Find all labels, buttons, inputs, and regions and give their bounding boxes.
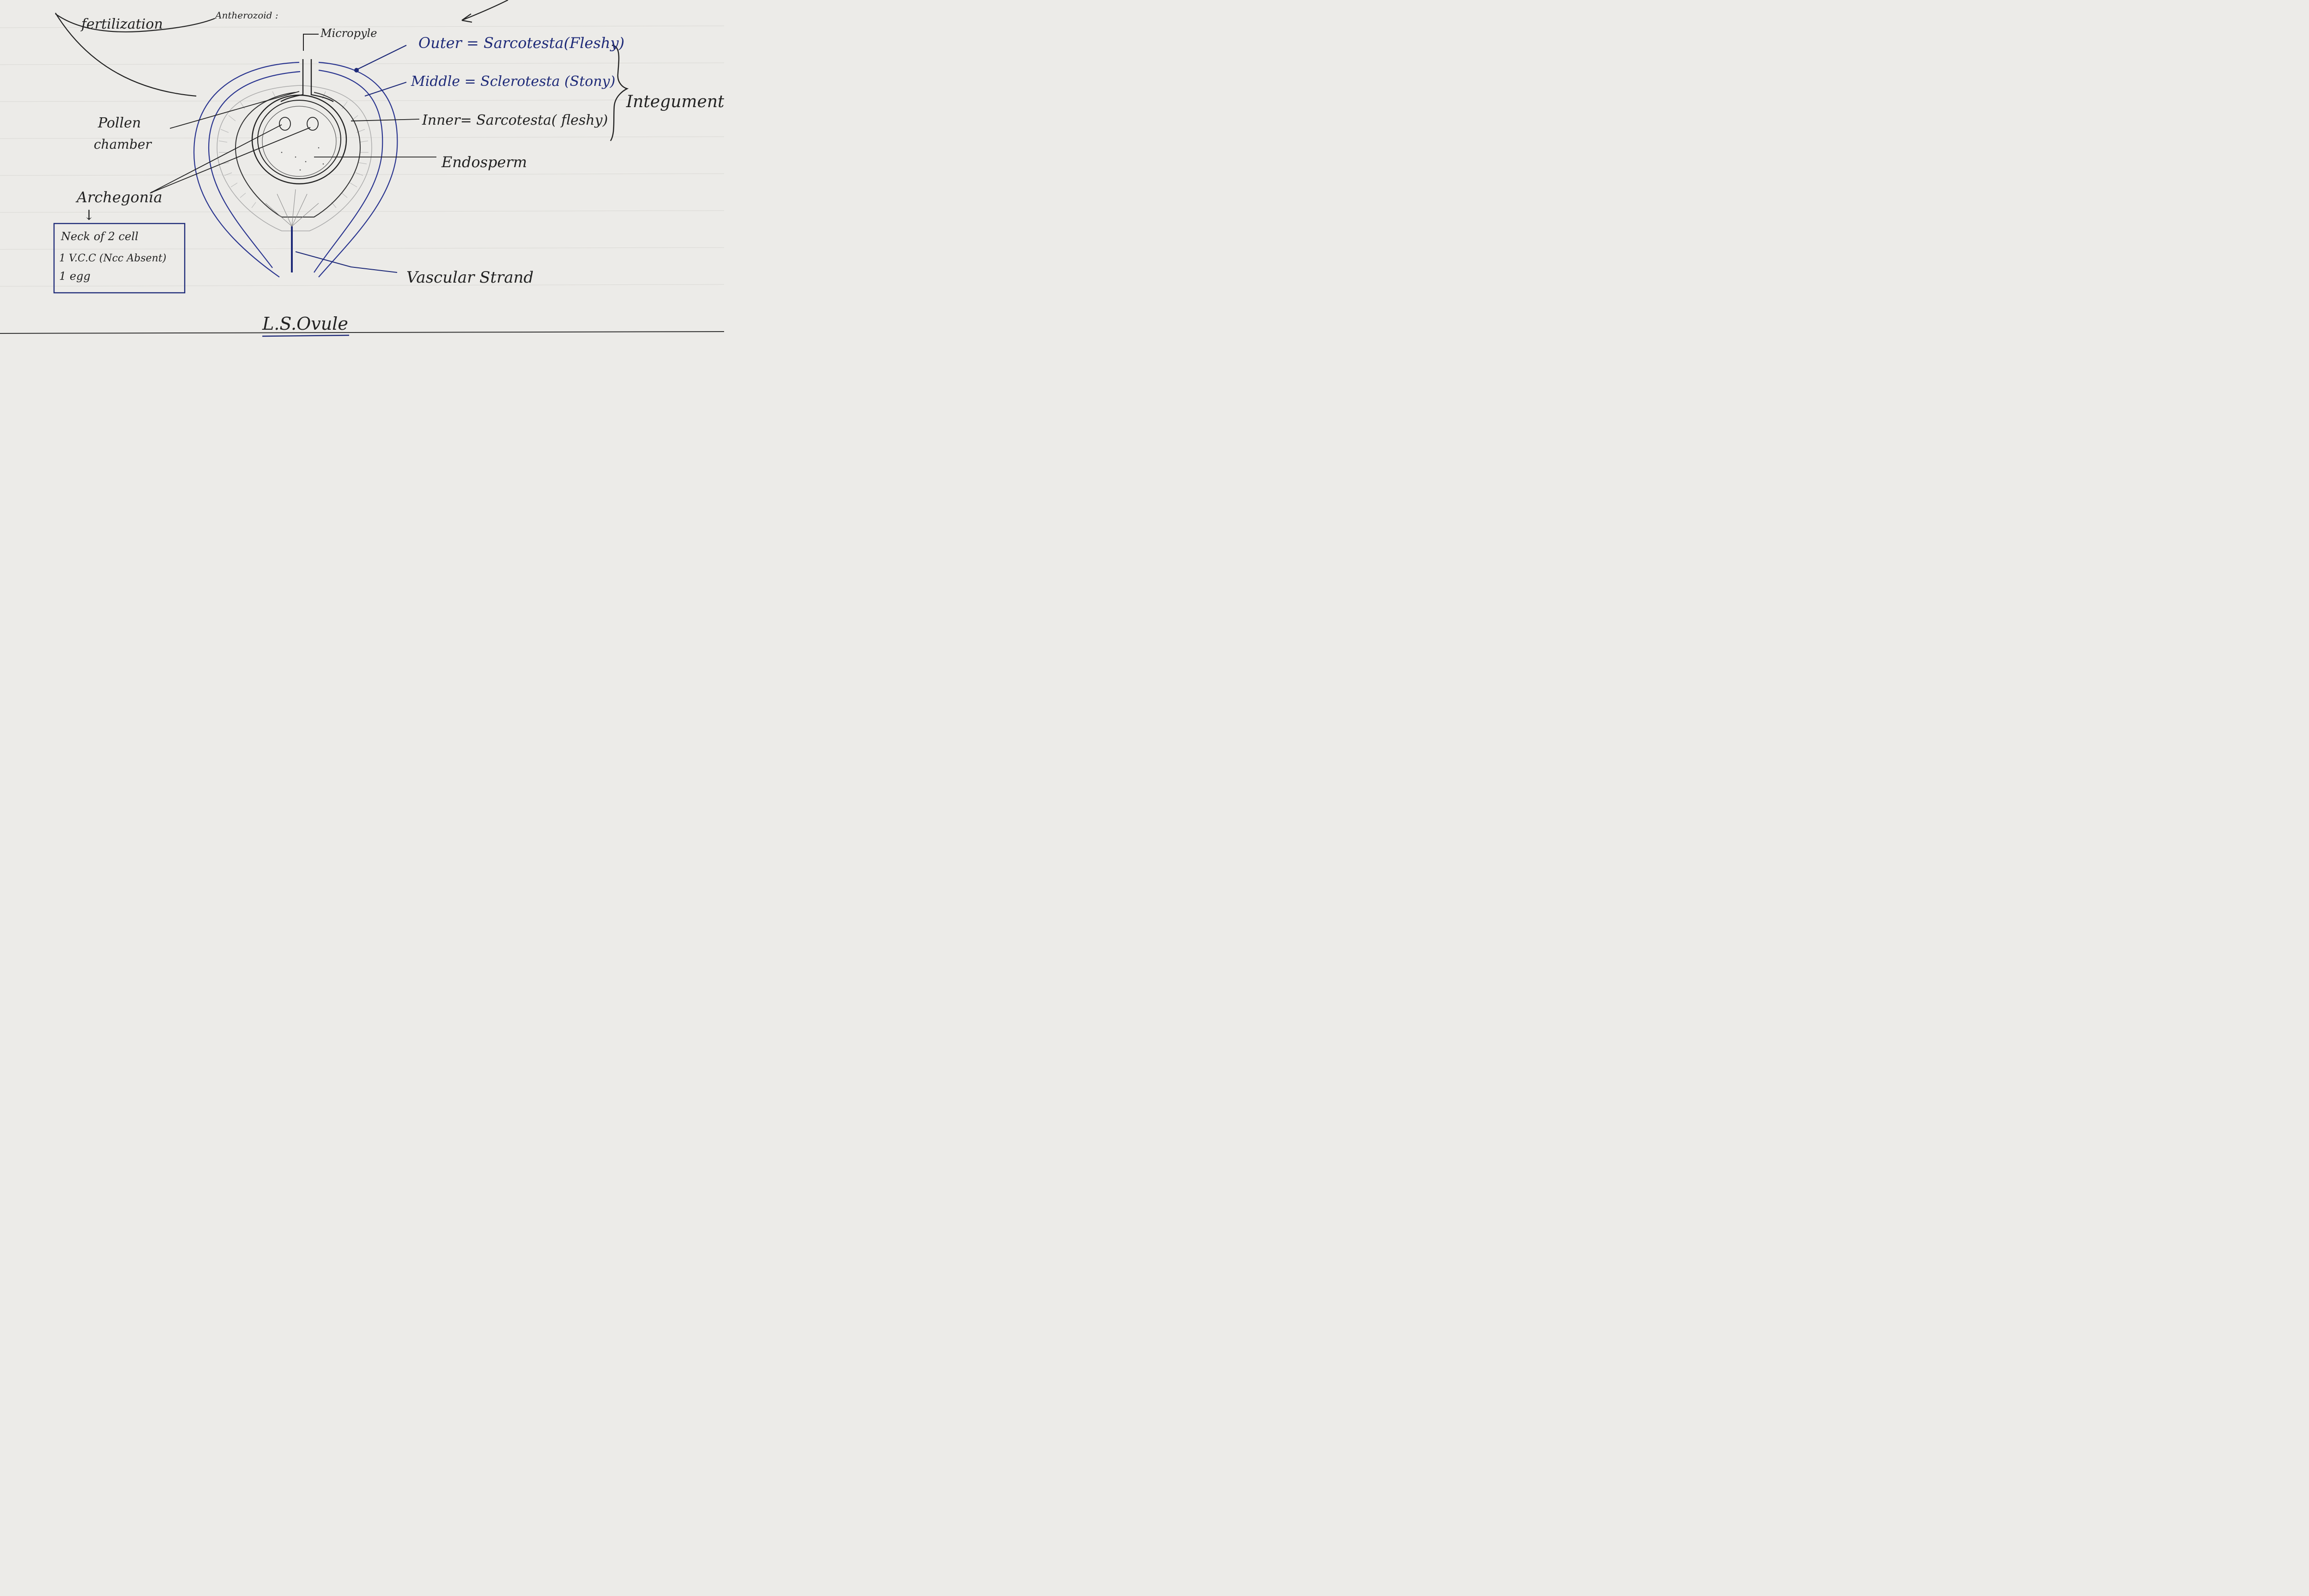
archegonia-box-line2: 1 V.C.C (Ncc Absent) (59, 253, 166, 264)
outer-leader-dot (354, 68, 359, 73)
notebook-page: fertilization Antherozoid : Micropyle Ou… (0, 0, 724, 343)
inner-leader (351, 119, 419, 121)
middle-leader (365, 82, 406, 96)
archegonia-label: Archegonia (75, 188, 163, 206)
micropyle-leader (303, 34, 319, 51)
archegonia-box-line1: Neck of 2 cell (60, 230, 139, 243)
diagram-title: L.S.Ovule (262, 314, 348, 334)
ruled-lines (0, 26, 724, 286)
page-margin-line (0, 332, 724, 333)
vascular-strand (266, 189, 319, 272)
antherozoid-label: Antherozoid : (214, 10, 278, 21)
ovule-diagram: fertilization Antherozoid : Micropyle Ou… (0, 0, 724, 343)
arrow-top-right (462, 0, 508, 22)
outer-label: Outer = Sarcotesta(Fleshy) (418, 34, 624, 52)
endosperm (262, 106, 336, 176)
pollen-label-line1: Pollen (97, 115, 141, 131)
pollen-label-line2: chamber (94, 137, 152, 152)
endosperm-label: Endosperm (441, 153, 527, 171)
micropyle-label: Micropyle (320, 27, 377, 40)
title-underline (262, 335, 349, 336)
vascular-strand-label: Vascular Strand (406, 268, 533, 287)
inner-label: Inner= Sarcotesta( fleshy) (422, 112, 608, 128)
archegonia-arrow: ↓ (83, 207, 95, 224)
archegonia-box-line3: 1 egg (59, 270, 91, 283)
ovule (194, 59, 397, 277)
middle-label: Middle = Sclerotesta (Stony) (411, 73, 615, 90)
fertilization-label: fertilization (80, 16, 163, 32)
integument-brace (610, 45, 627, 141)
outer-leader (356, 45, 406, 70)
micropyle-canal-right (311, 59, 333, 102)
integument-label: Integument (626, 92, 724, 111)
vascular-strand-leader (296, 252, 397, 272)
